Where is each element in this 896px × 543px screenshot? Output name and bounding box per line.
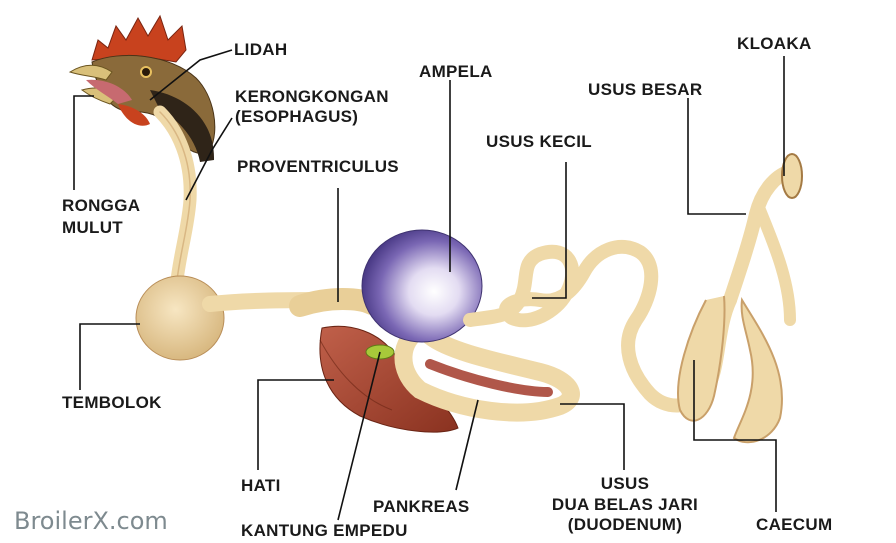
duodenum-loop: [403, 330, 570, 413]
label-hati: HATI: [241, 476, 281, 495]
leader-usus-kecil: [532, 162, 566, 298]
caecum-left: [678, 296, 724, 421]
cloaca: [782, 154, 802, 198]
label-pankreas: PANKREAS: [373, 497, 470, 516]
comb: [92, 16, 186, 62]
eye: [141, 67, 151, 77]
label-lidah: LIDAH: [234, 40, 287, 59]
leader-usus-besar: [688, 98, 746, 214]
label-tembolok: TEMBOLOK: [62, 393, 162, 412]
label-esophagus: (ESOPHAGUS): [235, 107, 358, 126]
label-mulut: MULUT: [62, 218, 123, 237]
esophagus: [160, 112, 190, 290]
leader-duodenum: [560, 404, 624, 470]
label-usus-kecil: USUS KECIL: [486, 132, 592, 151]
label-kantung-empedu: KANTUNG EMPEDU: [241, 521, 408, 540]
leader-rongga: [74, 96, 94, 190]
leader-hati: [258, 380, 334, 470]
label-usus-besar: USUS BESAR: [588, 80, 702, 99]
caecum-right: [734, 300, 782, 442]
label-caecum: CAECUM: [756, 515, 832, 534]
label-usus: USUS: [598, 474, 652, 493]
label-kloaka: KLOAKA: [737, 34, 812, 53]
label-dua-belas-jari: DUA BELAS JARI: [545, 495, 705, 514]
label-duodenum: (DUODENUM): [560, 515, 690, 534]
label-proventriculus: PROVENTRICULUS: [237, 157, 399, 176]
label-rongga: RONGGA: [62, 196, 140, 215]
leader-tembolok: [80, 324, 140, 390]
crop: [136, 276, 224, 360]
watermark: BroilerX.com: [14, 507, 168, 535]
chicken-head: [70, 16, 215, 162]
label-kerongkongan: KERONGKONGAN: [235, 87, 389, 106]
gizzard: [362, 230, 482, 342]
proventriculus: [300, 299, 372, 306]
label-ampela: AMPELA: [419, 62, 493, 81]
